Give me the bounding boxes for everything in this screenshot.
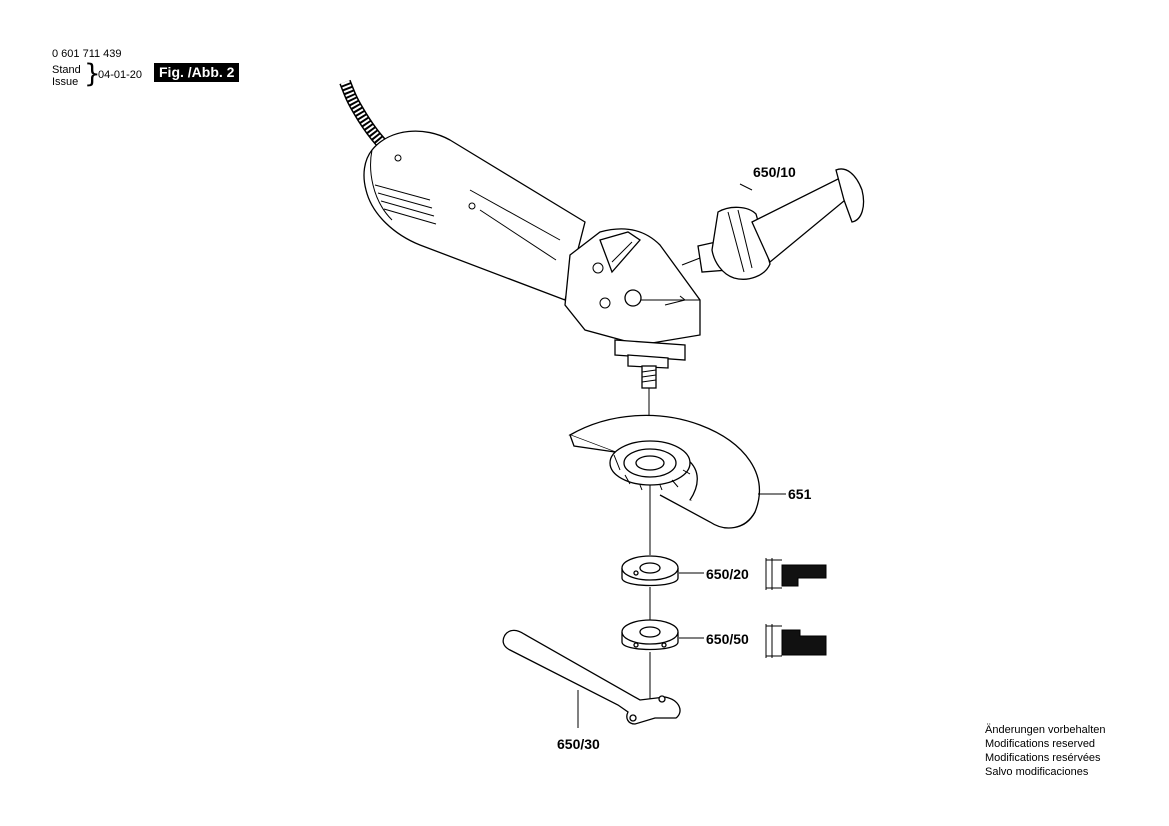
note-french: Modifications resérvées xyxy=(985,752,1101,764)
brace-symbol: } xyxy=(84,59,101,89)
gear-head xyxy=(564,228,701,369)
spindle-lock-button xyxy=(624,289,642,307)
label-side-handle: 650/10 xyxy=(753,164,796,180)
mounting-flange xyxy=(621,555,679,587)
figure-label: Fig. /Abb. 2 xyxy=(154,63,240,82)
angle-grinder-body xyxy=(363,130,586,301)
leader-lines xyxy=(577,183,786,728)
power-cord xyxy=(339,79,393,155)
flange-section-symbol xyxy=(765,558,827,590)
label-flange: 650/20 xyxy=(706,566,749,582)
issue-label: Issue xyxy=(52,76,79,88)
note-english: Modifications reserved xyxy=(985,738,1096,750)
part-number: 0 601 711 439 xyxy=(52,48,122,60)
nut-section-symbol xyxy=(765,624,827,658)
side-handle xyxy=(681,168,865,280)
stand-label: Stand xyxy=(52,64,81,76)
wheel-guard xyxy=(568,414,760,529)
label-guard: 651 xyxy=(788,486,812,502)
issue-date: 04-01-20 xyxy=(98,69,143,81)
label-wrench: 650/30 xyxy=(557,736,600,752)
vent-slots xyxy=(374,184,437,225)
label-clamping-nut: 650/50 xyxy=(706,631,749,647)
note-spanish: Salvo modificaciones xyxy=(985,766,1089,778)
two-pin-wrench xyxy=(502,629,681,725)
spindle xyxy=(641,365,657,389)
note-german: Änderungen vorbehalten xyxy=(985,724,1106,736)
clamping-nut xyxy=(621,619,679,651)
